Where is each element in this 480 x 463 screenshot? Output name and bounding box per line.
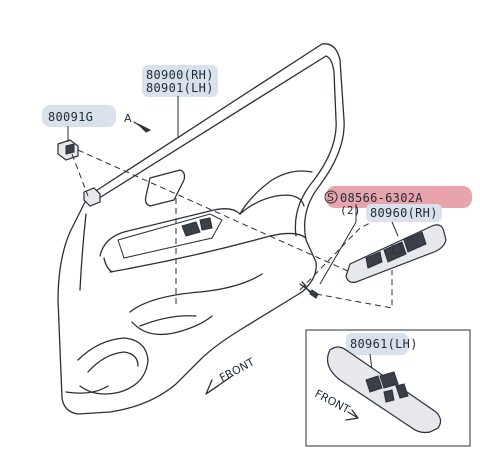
- clip-part: [57, 139, 79, 161]
- view-a-label: A: [124, 112, 132, 125]
- trim-callout-highlight: [142, 65, 218, 97]
- screw-part: [299, 281, 319, 299]
- front-label: FRONT: [217, 355, 257, 384]
- view-a-indicator: [133, 121, 152, 133]
- switch-lh-inset: [305, 329, 471, 447]
- trim-rh-label: 80900(RH): [146, 68, 214, 82]
- clip-callout-highlight: [42, 105, 116, 127]
- switch-lh-callout-highlight: [346, 333, 408, 355]
- screw-callout-highlight: [326, 186, 472, 208]
- leader-lines: [67, 96, 399, 371]
- screw-symbol-circle: [324, 190, 338, 204]
- inset-front-label: FRONT: [313, 387, 353, 416]
- switch-lh-label: 80961(LH): [350, 337, 418, 351]
- screw-label: 08566-6302A: [340, 191, 423, 205]
- switch-rh-callout-highlight: [366, 204, 442, 222]
- front-direction-arrow: [205, 375, 233, 395]
- assembly-lines: [71, 149, 393, 309]
- power-window-switch-rh: [345, 224, 447, 283]
- clip-on-panel: [83, 187, 101, 207]
- switch-rh-label: 80960(RH): [370, 206, 438, 220]
- screw-qty-label: (2): [340, 204, 361, 217]
- door-trim-panel: [57, 43, 345, 415]
- trim-lh-label: 80901(LH): [146, 81, 214, 95]
- screw-symbol: S: [327, 191, 334, 204]
- clip-label: 80091G: [48, 110, 93, 124]
